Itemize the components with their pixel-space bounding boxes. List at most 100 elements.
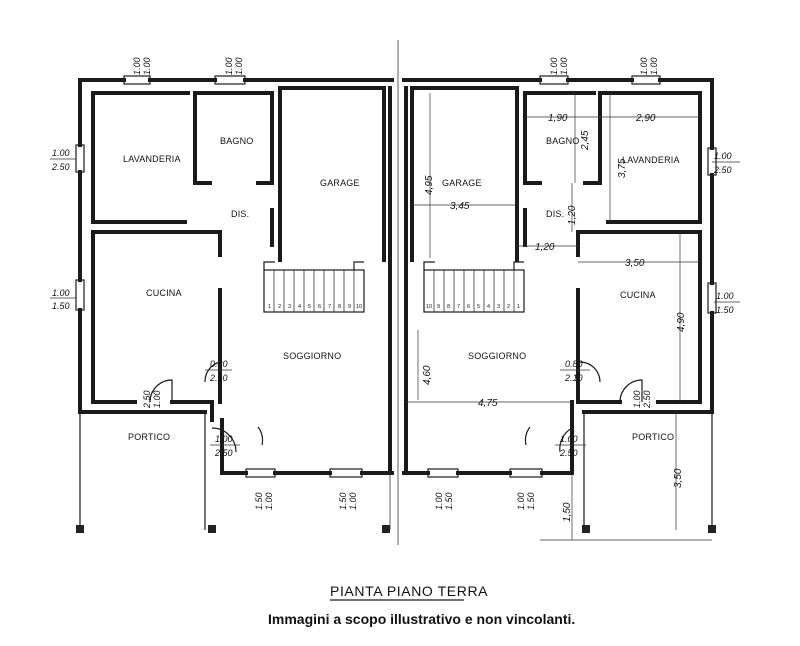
window-label: 2.50 [51, 162, 70, 172]
room-label-lavanderia-right: LAVANDERIA [622, 155, 680, 165]
door-label: 2.50 [214, 448, 233, 458]
window-label: 1.00 [716, 291, 734, 301]
window-label: 1.00 [649, 57, 659, 75]
dimension-350-portico: 3,50 [673, 468, 684, 488]
step-number: 6 [318, 304, 321, 310]
step-number: 3 [288, 304, 291, 310]
right-unit-walls [404, 86, 702, 475]
window-label: 1.00 [52, 148, 70, 158]
window-label: 1.00 [434, 492, 444, 510]
window-label: 1.50 [444, 492, 454, 510]
dimension-lines [406, 93, 712, 541]
step-numbers-right: 10 9 8 7 6 5 4 3 2 1 [426, 304, 520, 310]
room-label-dis-right: DIS. [546, 209, 564, 219]
stairs-left [263, 261, 365, 313]
door-label: 2.50 [142, 390, 152, 409]
door-label: 0.80 [210, 359, 228, 369]
door-label: 1.00 [215, 434, 233, 444]
window-label: 1.00 [132, 57, 142, 75]
door-label: 2.50 [559, 448, 578, 458]
window-label: 1.00 [52, 288, 70, 298]
dimension-490: 4,90 [676, 312, 687, 332]
dimension-350: 3,50 [625, 258, 645, 269]
step-number: 9 [348, 304, 351, 310]
step-number: 2 [507, 304, 510, 310]
step-number: 3 [497, 304, 500, 310]
dimension-245: 2,45 [580, 130, 591, 151]
step-number: 4 [487, 304, 490, 310]
dimension-460: 4,60 [422, 365, 433, 385]
room-labels: LAVANDERIA BAGNO GARAGE DIS. CUCINA SOGG… [123, 136, 680, 442]
window-label: 2.50 [713, 165, 732, 175]
door-label: 2.50 [642, 390, 652, 409]
step-number: 5 [308, 304, 311, 310]
dimension-475: 4,75 [478, 398, 498, 409]
step-numbers-left: 1 2 3 4 5 6 7 8 9 10 [268, 304, 362, 310]
window-label: 1.50 [716, 305, 734, 315]
portico-structure [76, 412, 716, 533]
room-label-lavanderia-left: LAVANDERIA [123, 154, 181, 164]
step-number: 7 [328, 304, 331, 310]
dimension-345: 3,45 [450, 201, 470, 212]
step-number: 10 [426, 304, 432, 310]
room-label-garage-right: GARAGE [442, 178, 482, 188]
step-number: 8 [447, 304, 450, 310]
dimension-texts: 1,90 2,90 2,45 3,75 4,95 3,45 1,20 1,20 … [422, 113, 687, 522]
room-label-bagno-left: BAGNO [220, 136, 254, 146]
window-label: 1.00 [234, 57, 244, 75]
step-number: 1 [268, 304, 271, 310]
door-label: 1.00 [632, 390, 642, 408]
room-label-dis-left: DIS. [231, 209, 249, 219]
window-label: 1.00 [224, 57, 234, 75]
window-label: 1.00 [639, 57, 649, 75]
door-size-labels: 0.80 2.10 0.80 2.10 2.50 1.00 1.00 2.50 … [142, 359, 652, 458]
dimension-375: 3,75 [617, 158, 628, 178]
step-number: 8 [338, 304, 341, 310]
dimension-150: 1,50 [562, 502, 573, 522]
window-label: 1.50 [526, 492, 536, 510]
room-label-cucina-left: CUCINA [146, 288, 182, 298]
disclaimer-caption: Immagini a scopo illustrativo e non vinc… [268, 611, 575, 627]
dimension-120-vertical: 1,20 [567, 205, 578, 225]
window-label: 1.00 [264, 492, 274, 510]
dimension-120: 1,20 [535, 242, 555, 253]
step-number: 6 [467, 304, 470, 310]
step-number: 4 [298, 304, 301, 310]
left-unit-walls [91, 86, 392, 475]
window-size-labels: 1.00 1.00 1.00 1.00 1.00 1.00 1.00 1.00 … [50, 57, 740, 510]
room-label-portico-right: PORTICO [632, 432, 674, 442]
step-number: 7 [457, 304, 460, 310]
room-label-garage-left: GARAGE [320, 178, 360, 188]
door-label: 2.10 [564, 373, 583, 383]
step-number: 2 [278, 304, 281, 310]
step-number: 1 [517, 304, 520, 310]
windows [75, 75, 717, 478]
door-label: 2.10 [209, 373, 228, 383]
plan-title: PIANTA PIANO TERRA [330, 583, 488, 599]
window-label: 1.00 [142, 57, 152, 75]
room-label-cucina-right: CUCINA [620, 290, 656, 300]
room-label-portico-left: PORTICO [128, 432, 170, 442]
window-label: 1.50 [254, 492, 264, 510]
dimension-290: 2,90 [635, 113, 656, 124]
room-label-soggiorno-left: SOGGIORNO [283, 351, 341, 361]
window-label: 1.50 [52, 301, 70, 311]
dimension-190: 1,90 [548, 113, 568, 124]
door-arcs [149, 361, 643, 453]
outer-walls [78, 78, 714, 475]
door-label: 1.00 [152, 390, 162, 408]
window-label: 1.00 [559, 57, 569, 75]
window-label: 1.00 [348, 492, 358, 510]
door-label: 1.00 [560, 434, 578, 444]
room-label-bagno-right: BAGNO [546, 136, 580, 146]
room-label-soggiorno-right: SOGGIORNO [468, 351, 526, 361]
window-label: 1.00 [516, 492, 526, 510]
window-label: 1.50 [338, 492, 348, 510]
dimension-495: 4,95 [424, 175, 435, 195]
window-label: 1.00 [714, 151, 732, 161]
step-number: 10 [356, 304, 362, 310]
window-label: 1.00 [549, 57, 559, 75]
step-number: 9 [437, 304, 440, 310]
stairs-right [423, 261, 525, 313]
